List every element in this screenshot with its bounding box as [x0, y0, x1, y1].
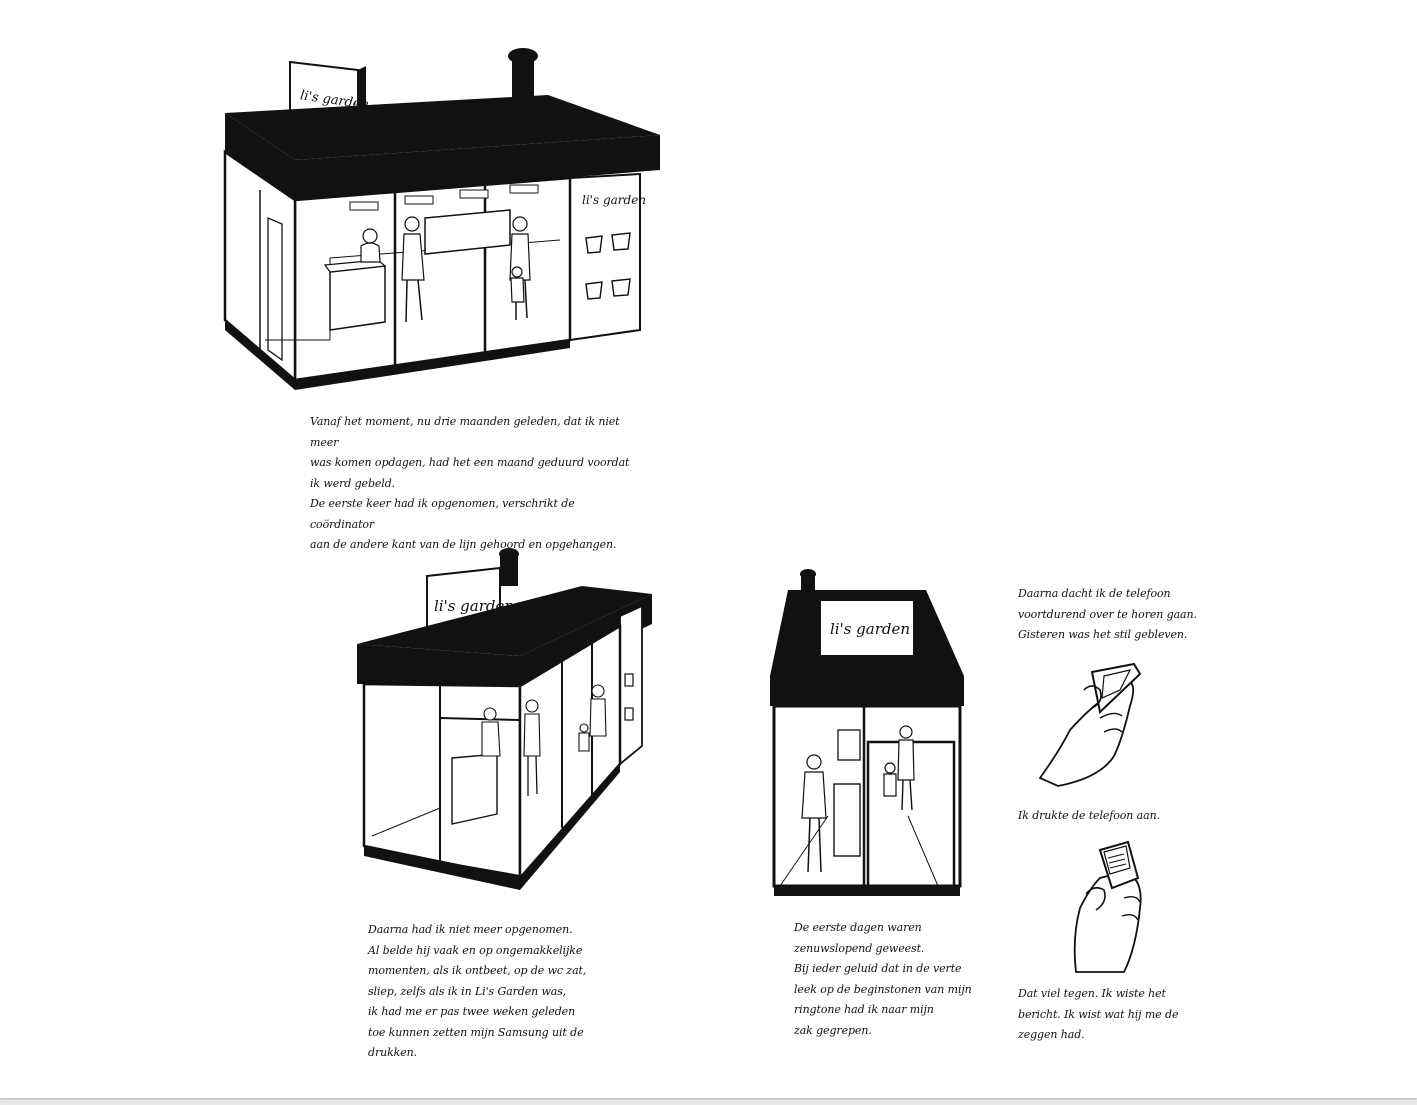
caption-4: Daarna dacht ik de telefoon voortdurend … — [1018, 587, 1197, 641]
shop-illustration-large: li's garden li's garden — [223, 48, 660, 390]
caption-1: Vanaf het moment, nu drie maanden gelede… — [310, 415, 630, 551]
caption-3: De eerste dagen waren zenuwslopend gewee… — [794, 921, 972, 1037]
shop-illustration-angled: li's garden — [357, 548, 652, 890]
hand-holding-phone-1 — [1038, 662, 1142, 787]
caption-2: Daarna had ik niet meer opgenomen. Al be… — [368, 923, 587, 1059]
caption-6: Dat viel tegen. Ik wiste het bericht. Ik… — [1018, 987, 1179, 1041]
caption-5: Ik drukte de telefoon aan. — [1018, 809, 1160, 822]
hand-holding-phone-2 — [1073, 840, 1142, 973]
front-sign-text: li's garden — [830, 620, 910, 638]
shop-illustration-front: li's garden — [770, 569, 964, 896]
panel-sign-text: li's garden — [582, 193, 646, 207]
